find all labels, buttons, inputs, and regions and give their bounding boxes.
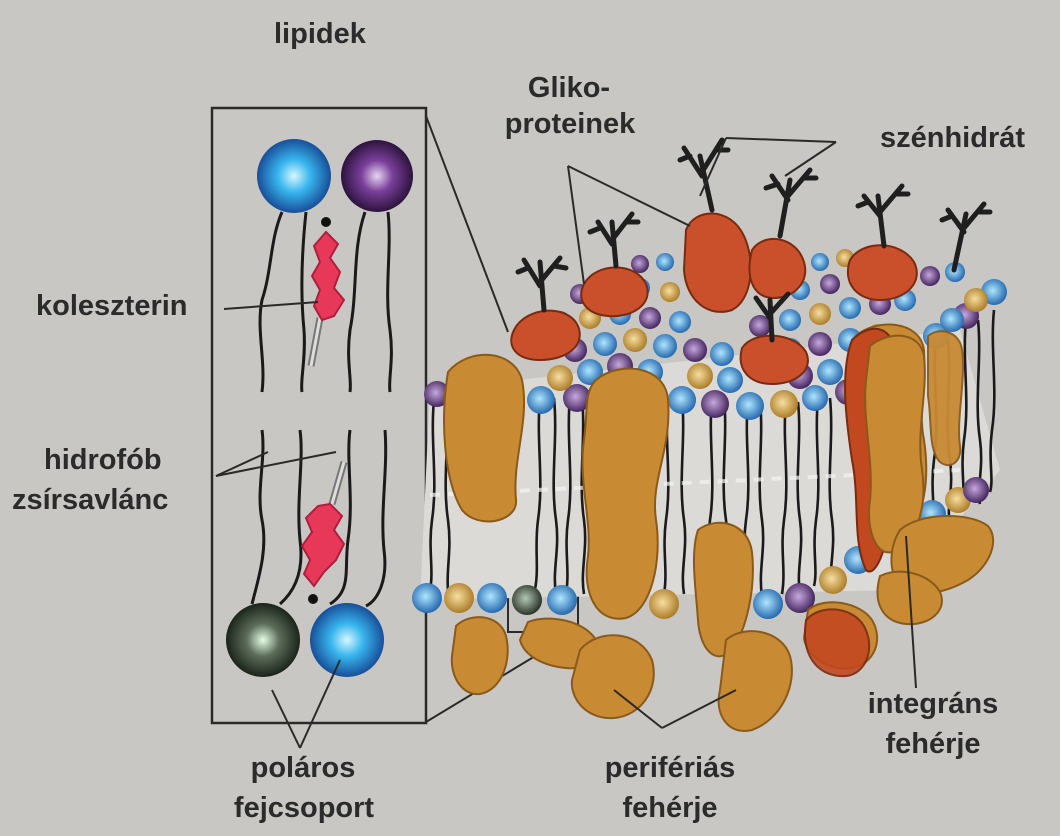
label-cholesterol: koleszterin bbox=[36, 290, 188, 323]
label-carbohydrate: szénhidrát bbox=[880, 122, 1025, 155]
polar-head-blue-lower bbox=[310, 603, 384, 677]
label-glycoproteins-line2: proteinek bbox=[490, 108, 650, 141]
label-peripheral-line2: fehérje bbox=[580, 792, 760, 825]
label-polar-line1: poláros bbox=[218, 752, 388, 785]
polar-head-purple bbox=[341, 140, 413, 212]
label-lipids: lipidek bbox=[274, 18, 366, 51]
cholesterol-upper bbox=[311, 217, 344, 366]
label-hydrophobic-line1: hidrofób bbox=[44, 444, 162, 477]
membrane-block bbox=[412, 140, 1007, 731]
label-integral-line1: integráns bbox=[848, 688, 1018, 721]
polar-head-green bbox=[226, 603, 300, 677]
polar-head-blue bbox=[257, 139, 331, 213]
label-peripheral-line1: perifériás bbox=[580, 752, 760, 785]
label-polar-line2: fejcsoport bbox=[214, 792, 394, 825]
cholesterol-lower bbox=[302, 462, 344, 604]
label-integral-line2: fehérje bbox=[848, 728, 1018, 761]
label-hydrophobic-line2: zsírsavlánc bbox=[12, 484, 168, 517]
label-glycoproteins-line1: Gliko- bbox=[506, 72, 632, 105]
